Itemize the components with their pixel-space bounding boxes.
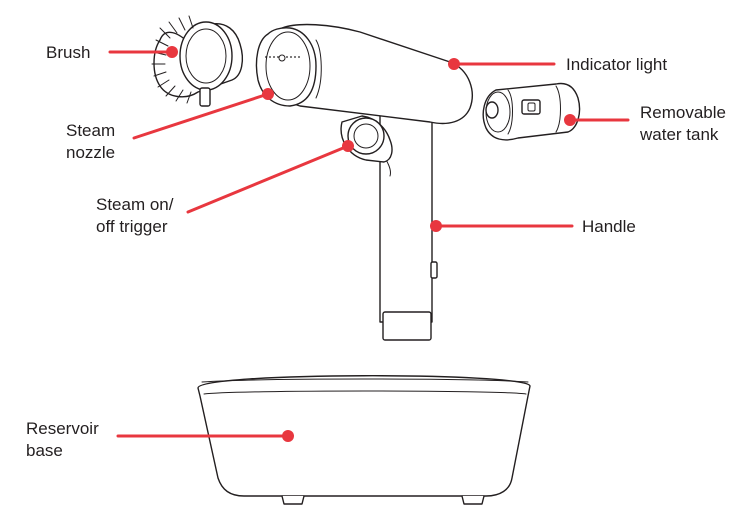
steam-nozzle-label: Steam nozzle — [66, 121, 116, 162]
reservoir-base-label: Reservoir base — [26, 419, 99, 460]
steamer-head — [255, 23, 473, 125]
steam-nozzle-leader — [132, 92, 270, 140]
brush-dot — [166, 46, 178, 58]
brush-label: Brush — [46, 43, 91, 62]
handle-label: Handle — [582, 217, 636, 236]
handle-dot — [430, 220, 442, 232]
indicator-light-label: Indicator light — [566, 55, 668, 74]
leader-lines — [108, 46, 630, 442]
water-tank — [482, 82, 581, 141]
handle-body — [379, 95, 438, 341]
removable-water-tank-label: Removable water tank — [640, 103, 726, 144]
steam-trigger — [340, 115, 393, 163]
steam-trigger-dot — [342, 140, 354, 152]
steam-nozzle-dot — [262, 88, 274, 100]
reservoir-base — [197, 375, 531, 505]
brush-attachment — [151, 15, 244, 107]
water-tank-dot — [564, 114, 576, 126]
steam-trigger-leader — [186, 144, 350, 214]
reservoir-base-dot — [282, 430, 294, 442]
steam-trigger-label: Steam on/ off trigger — [96, 195, 174, 236]
indicator-light-dot — [448, 58, 460, 70]
